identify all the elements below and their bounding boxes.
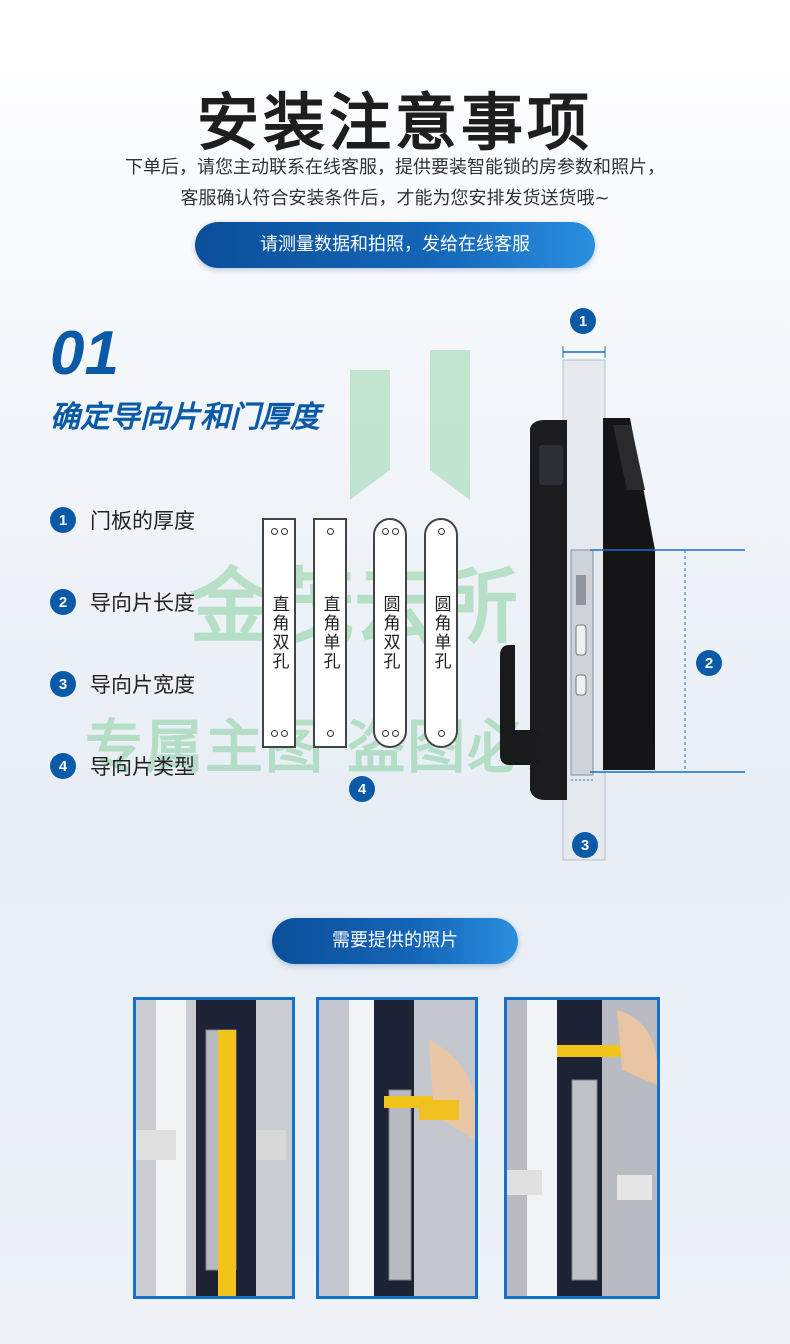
list-item-label: 导向片长度 [90,591,195,615]
list-item-plate-width: 3 导向片宽度 [50,669,195,699]
plate-type-marker: 4 [349,776,375,802]
plate-label: 直角单孔 [319,595,340,671]
page-title: 安装注意事项 [196,86,593,159]
required-photos-pill: 需要提供的照片 [272,918,518,964]
list-number-badge: 1 [50,507,76,533]
photo-width-measurement [316,997,478,1299]
list-item-plate-type: 4 导向片类型 [50,751,195,781]
plate-label: 圆角双孔 [379,595,400,671]
lock-diagram [495,300,790,870]
list-number-badge: 2 [50,589,76,615]
plate-square-single: 直角单孔 [313,518,347,748]
section-number: 01 [50,319,119,388]
watermark-logo-icon [330,350,490,510]
plate-label: 直角双孔 [268,595,289,671]
plate-square-double: 直角双孔 [262,518,296,748]
plate-round-double: 圆角双孔 [373,518,407,748]
section-title: 确定导向片和门厚度 [50,400,320,435]
list-item-label: 导向片宽度 [90,673,195,697]
list-item-label: 门板的厚度 [90,509,195,533]
intro-line-1: 下单后，请您主动联系在线客服，提供要装智能锁的房参数和照片， [125,157,665,178]
door-thickness-marker: 1 [570,308,596,334]
plate-width-marker: 3 [572,832,598,858]
list-number-badge: 4 [50,753,76,779]
photo-length-measurement [133,997,295,1299]
list-number-badge: 3 [50,671,76,697]
plate-round-single: 圆角单孔 [424,518,458,748]
watermark-brand: 金茂云所 [190,560,519,655]
plate-length-marker: 2 [696,650,722,676]
list-item-plate-length: 2 导向片长度 [50,587,195,617]
list-item-label: 导向片类型 [90,755,195,779]
photo-thickness-measurement [504,997,660,1299]
plate-label: 圆角单孔 [430,595,451,671]
measure-photo-pill: 请测量数据和拍照，发给在线客服 [195,222,595,268]
list-item-door-thickness: 1 门板的厚度 [50,505,195,535]
intro-line-2: 客服确认符合安装条件后，才能为您安排发货送货哦~ [180,188,610,209]
